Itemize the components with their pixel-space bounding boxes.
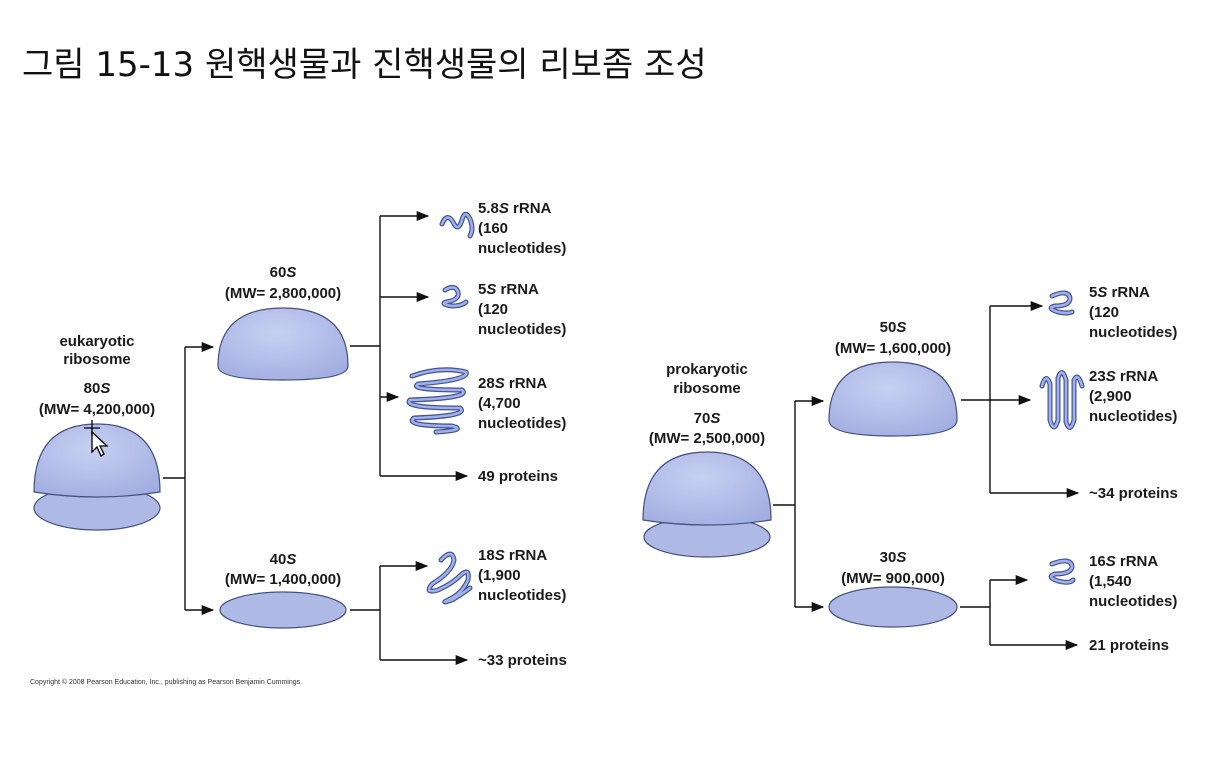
- eukaryotic-small-subunit-mw: (MW= 1,400,000): [225, 571, 341, 588]
- eukaryotic-5s-rrna-label: 5S rRNA (120 nucleotides): [478, 281, 566, 338]
- prokaryotic-label-line2: ribosome: [673, 380, 741, 397]
- rrna-16s-squiggle-icon: [1048, 558, 1076, 585]
- prokaryotic-small-proteins-label: 21 proteins: [1089, 637, 1169, 654]
- eukaryotic-small-proteins-label: ~33 proteins: [478, 652, 567, 669]
- svg-text:nucleotides): nucleotides): [478, 587, 566, 604]
- svg-text:23S rRNA: 23S rRNA: [1089, 368, 1158, 385]
- svg-text:(1,900: (1,900: [478, 567, 521, 584]
- eukaryotic-size-label: 80S: [84, 380, 111, 397]
- svg-text:5S rRNA: 5S rRNA: [1089, 284, 1150, 301]
- slide-title: 그림 15-13 원핵생물과 진핵생물의 리보좀 조성: [22, 44, 707, 85]
- svg-text:5S rRNA: 5S rRNA: [478, 281, 539, 298]
- prokaryotic-large-proteins-label: ~34 proteins: [1089, 485, 1178, 502]
- svg-text:nucleotides): nucleotides): [478, 240, 566, 257]
- prokaryotic-16s-rrna-label: 16S rRNA (1,540 nucleotides): [1089, 553, 1177, 610]
- prokaryotic-large-subunit-size: 50S: [880, 319, 907, 336]
- svg-text:(120: (120: [478, 301, 508, 318]
- eukaryotic-ribosome-shape: [33, 423, 161, 531]
- eukaryotic-28s-rrna-label: 28S rRNA (4,700 nucleotides): [478, 375, 566, 432]
- prokaryotic-size-label: 70S: [694, 410, 721, 427]
- eukaryotic-large-subunit-mw: (MW= 2,800,000): [225, 285, 341, 302]
- rrna-23s-squiggle-icon: [1039, 370, 1085, 430]
- svg-text:5.8S rRNA: 5.8S rRNA: [478, 200, 552, 217]
- eukaryotic-large-subunit-size: 60S: [270, 264, 297, 281]
- eukaryotic-mw-label: (MW= 4,200,000): [39, 401, 155, 418]
- copyright-text: Copyright © 2008 Pearson Education, Inc.…: [30, 678, 302, 686]
- prokaryotic-5s-rrna-label: 5S rRNA (120 nucleotides): [1089, 284, 1177, 341]
- eukaryotic-40s-subunit-shape: [219, 591, 347, 629]
- svg-text:(120: (120: [1089, 304, 1119, 321]
- prokaryotic-small-subunit-size: 30S: [880, 549, 907, 566]
- svg-text:16S rRNA: 16S rRNA: [1089, 553, 1158, 570]
- prokaryotic-label: prokaryotic: [666, 361, 748, 378]
- prokaryotic-23s-rrna-label: 23S rRNA (2,900 nucleotides): [1089, 368, 1177, 425]
- eukaryotic-60s-subunit-shape: [217, 307, 349, 381]
- prokaryotic-50s-subunit-shape: [828, 361, 958, 437]
- prokaryotic-large-subunit-mw: (MW= 1,600,000): [835, 340, 951, 357]
- svg-text:nucleotides): nucleotides): [478, 321, 566, 338]
- rrna-18s-squiggle-icon: [426, 551, 473, 605]
- prokaryotic-ribosome-shape: [642, 451, 772, 558]
- svg-text:18S rRNA: 18S rRNA: [478, 547, 547, 564]
- svg-text:(1,540: (1,540: [1089, 573, 1132, 590]
- eukaryotic-5-8s-rrna-label: 5.8S rRNA (160 nucleotides): [478, 200, 566, 257]
- svg-text:nucleotides): nucleotides): [1089, 408, 1177, 425]
- svg-text:(2,900: (2,900: [1089, 388, 1132, 405]
- rrna-5-8s-squiggle-icon: [439, 211, 475, 239]
- eukaryotic-label: eukaryotic: [59, 333, 134, 350]
- prokaryotic-30s-subunit-shape: [828, 586, 958, 628]
- prokaryotic-section: prokaryotic ribosome 70S (MW= 2,500,000)…: [642, 284, 1178, 654]
- svg-text:nucleotides): nucleotides): [478, 415, 566, 432]
- svg-text:28S rRNA: 28S rRNA: [478, 375, 547, 392]
- eukaryotic-label-line2: ribosome: [63, 351, 131, 368]
- eukaryotic-small-subunit-size: 40S: [270, 551, 297, 568]
- svg-text:nucleotides): nucleotides): [1089, 593, 1177, 610]
- eukaryotic-large-proteins-label: 49 proteins: [478, 468, 558, 485]
- prokaryotic-mw-label: (MW= 2,500,000): [649, 430, 765, 447]
- svg-text:nucleotides): nucleotides): [1089, 324, 1177, 341]
- eukaryotic-section: eukaryotic ribosome 80S (MW= 4,200,000) …: [30, 200, 567, 686]
- svg-text:(4,700: (4,700: [478, 395, 521, 412]
- svg-text:(160: (160: [478, 220, 508, 237]
- eukaryotic-18s-rrna-label: 18S rRNA (1,900 nucleotides): [478, 547, 566, 604]
- mouse-pointer-icon: [84, 420, 109, 457]
- rrna-5s-squiggle-icon: [441, 284, 469, 309]
- rrna-28s-squiggle-icon: [406, 367, 469, 435]
- prokaryotic-small-subunit-mw: (MW= 900,000): [841, 570, 945, 587]
- rrna-5s-prokaryotic-squiggle-icon: [1048, 290, 1075, 316]
